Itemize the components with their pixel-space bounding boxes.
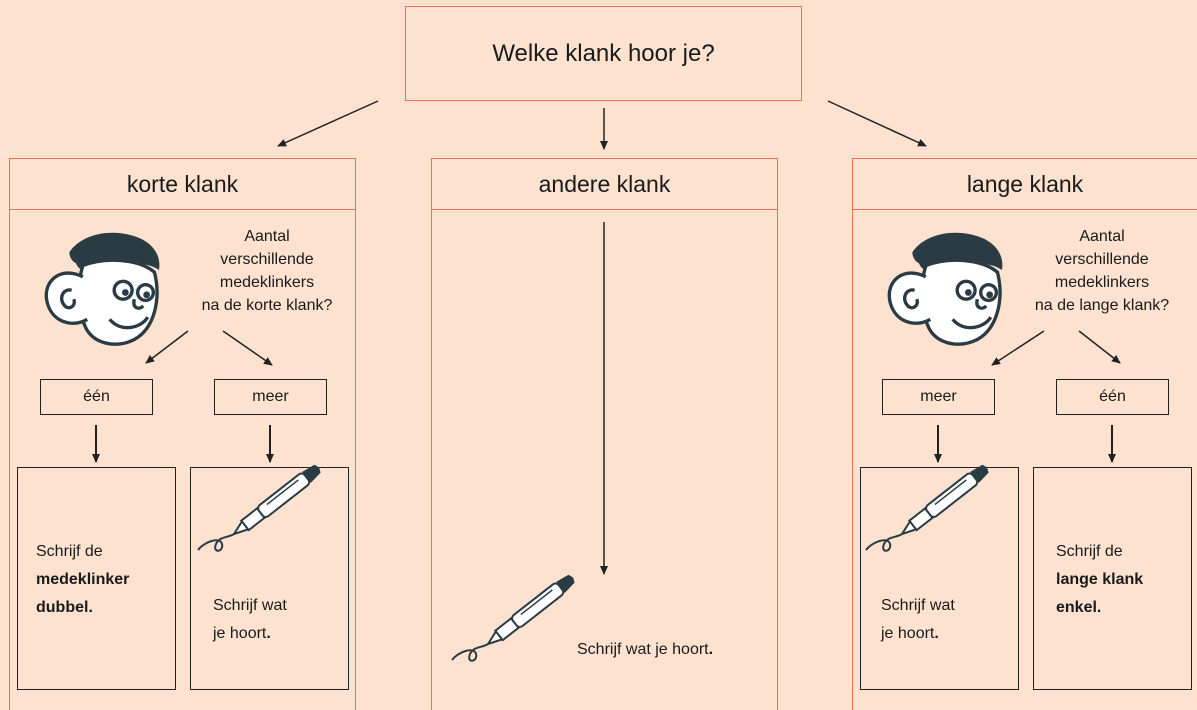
question-korte-line-2: verschillende [220, 251, 314, 268]
result-korte-een-line-3: dubbel. [36, 599, 93, 616]
result-lange-meer-period: . [934, 625, 939, 642]
result-lange-een-line-2: lange klank [1056, 571, 1144, 588]
question-lange-line-4: na de lange klank? [1034, 297, 1170, 314]
result-andere-period: . [708, 641, 714, 658]
result-lange-een-line-3: enkel. [1056, 599, 1102, 616]
result-korte-een: Schrijf de medeklinker dubbel. [17, 467, 176, 690]
option-meer-korte: meer [214, 379, 327, 415]
result-korte-meer-line-2: je hoort [213, 625, 267, 642]
result-korte-meer-text: Schrijf wat je hoort. [213, 592, 287, 648]
column-heading-andere: andere klank [432, 159, 777, 210]
column-heading-lange-text: lange klank [966, 170, 1084, 197]
result-lange-meer: Schrijf wat je hoort. [860, 467, 1019, 690]
result-korte-een-line-1: Schrijf de [36, 543, 103, 560]
result-lange-meer-line-1: Schrijf wat [881, 597, 955, 614]
question-lange-line-2: verschillende [1055, 251, 1149, 268]
result-andere-text: Schrijf wat je hoort. [577, 636, 713, 664]
result-lange-een-text: Schrijf de lange klank enkel. [1056, 538, 1143, 622]
column-andere-klank: andere klank [431, 158, 778, 710]
question-korte-line-1: Aantal [244, 228, 290, 245]
result-lange-een-line-1: Schrijf de [1056, 543, 1123, 560]
arrow-to-lange [827, 100, 927, 147]
top-question-text: Welke klank hoor je? [492, 39, 715, 67]
option-een-korte: één [40, 379, 153, 415]
option-meer-korte-label: meer [252, 388, 289, 405]
question-korte-line-4: na de korte klank? [201, 297, 333, 314]
option-een-lange-label: één [1099, 388, 1126, 405]
question-lange-line-1: Aantal [1079, 228, 1125, 245]
question-lange: Aantal verschillende medeklinkers na de … [1007, 225, 1197, 317]
option-meer-lange: meer [882, 379, 995, 415]
result-korte-meer-period: . [266, 625, 271, 642]
result-korte-meer: Schrijf wat je hoort. [190, 467, 349, 690]
result-korte-een-text: Schrijf de medeklinker dubbel. [36, 538, 129, 622]
result-lange-meer-line-2: je hoort [881, 625, 935, 642]
result-korte-een-line-2: medeklinker [36, 571, 130, 588]
question-korte: Aantal verschillende medeklinkers na de … [172, 225, 362, 317]
option-meer-lange-label: meer [920, 388, 957, 405]
result-korte-meer-line-1: Schrijf wat [213, 597, 287, 614]
arrow-to-korte [277, 100, 379, 147]
column-heading-korte-text: korte klank [126, 170, 239, 197]
result-lange-een: Schrijf de lange klank enkel. [1033, 467, 1192, 690]
question-korte-line-3: medeklinkers [219, 274, 315, 291]
question-lange-line-3: medeklinkers [1054, 274, 1150, 291]
column-heading-korte: korte klank [10, 159, 355, 210]
option-een-lange: één [1056, 379, 1169, 415]
result-lange-meer-text: Schrijf wat je hoort. [881, 592, 955, 648]
column-heading-lange: lange klank [853, 159, 1197, 210]
option-een-korte-label: één [83, 388, 110, 405]
result-andere-line: Schrijf wat je hoort [577, 641, 709, 658]
top-question-box: Welke klank hoor je? [405, 6, 802, 101]
column-heading-andere-text: andere klank [538, 170, 671, 197]
